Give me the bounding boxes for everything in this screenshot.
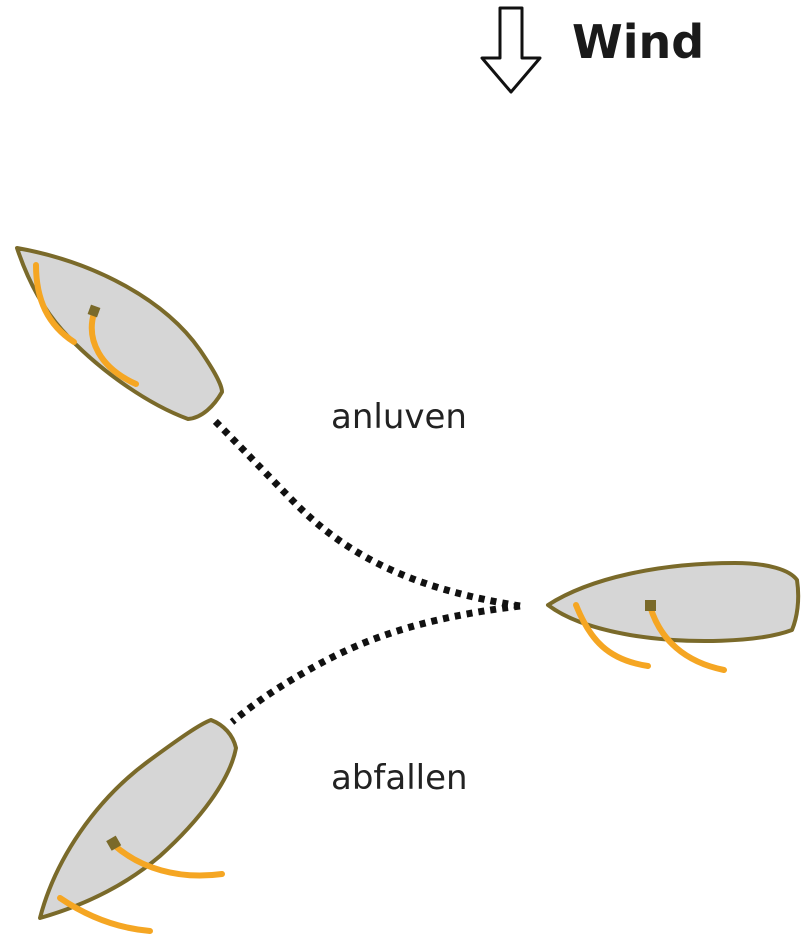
- wind-indicator: Wind: [480, 6, 704, 94]
- boat-start-main-sheet: [647, 603, 727, 673]
- boat-bore-away-mast: [106, 835, 122, 851]
- luff-label: anluven: [331, 397, 467, 437]
- wind-label: Wind: [572, 15, 704, 69]
- bear-away-course-path: [229, 602, 521, 725]
- boat-bore-away-hull: [38, 718, 238, 920]
- luff-course-path: [211, 417, 521, 610]
- boat-bore-away: [38, 718, 238, 934]
- boat-luffed-main-sheet: [88, 310, 139, 387]
- boat-bore-away-jib-sheet: [57, 895, 153, 934]
- boat-luffed-hull: [15, 246, 224, 421]
- bear-away-label: abfallen: [331, 758, 468, 798]
- boat-start-jib-sheet: [573, 602, 651, 669]
- boat-luffed: [15, 246, 224, 421]
- boat-luffed-jib-sheet: [33, 262, 77, 345]
- boat-start-mast: [645, 600, 656, 611]
- boat-start-hull: [546, 561, 801, 643]
- boat-start: [546, 561, 801, 673]
- down-arrow-icon: [480, 6, 542, 94]
- boat-bore-away-main-sheet: [111, 842, 225, 879]
- boat-luffed-mast: [87, 304, 101, 318]
